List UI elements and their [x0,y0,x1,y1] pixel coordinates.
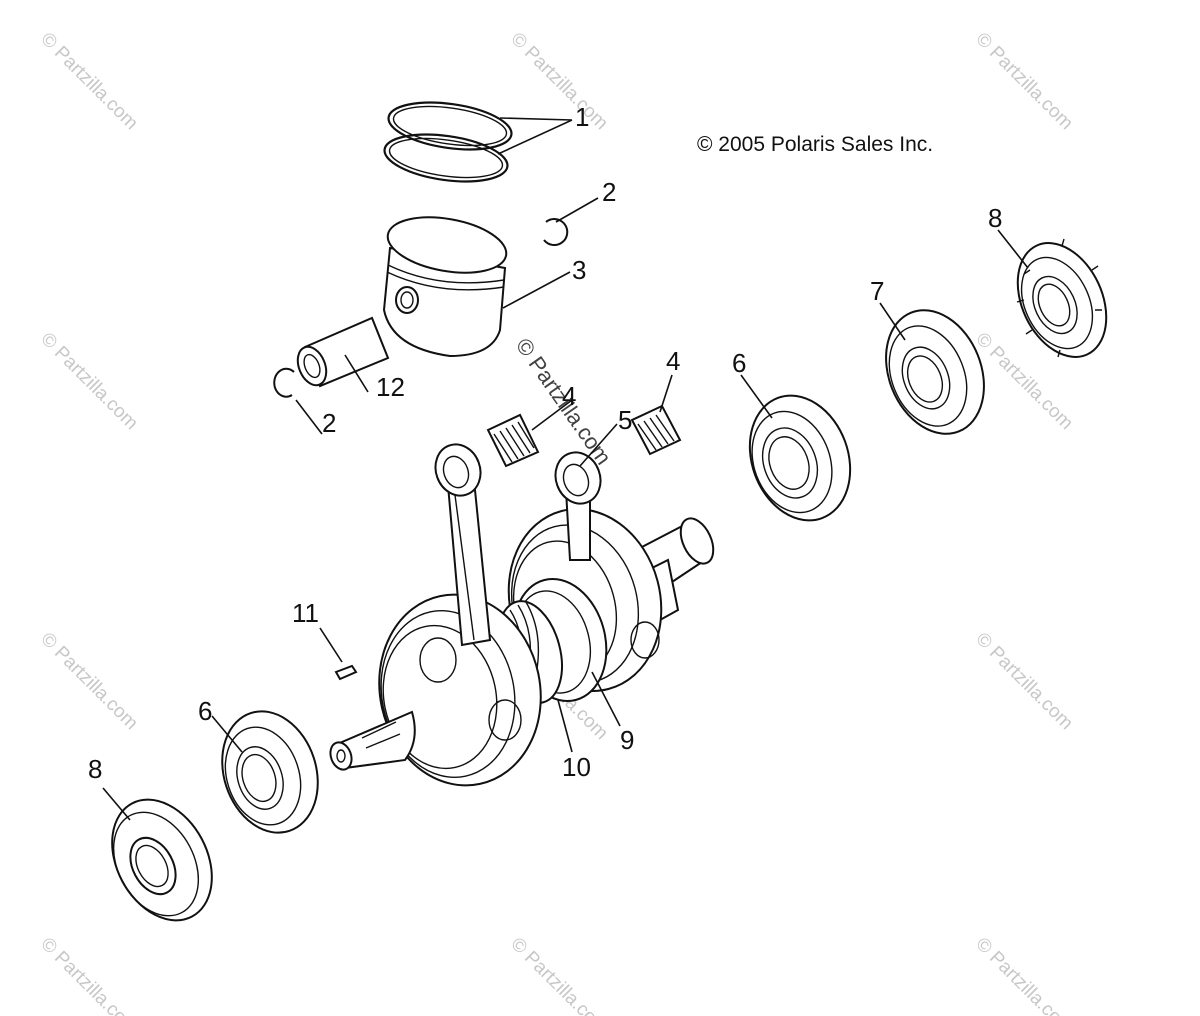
callout-2-lower: 2 [322,408,336,438]
leader-lines [102,117,1029,821]
piston [382,216,508,358]
watermark: © Partzilla.com [971,629,1076,734]
callout-4-right: 4 [666,346,680,376]
callout-3: 3 [572,255,586,285]
callout-7: 7 [870,276,884,306]
circlip-lower [273,367,295,398]
watermark: © Partzilla.com [36,629,141,734]
copyright-text: © 2005 Polaris Sales Inc. [697,133,933,156]
piston-rings [383,101,513,183]
watermark: © Partzilla.com [36,29,141,134]
callout-6-right: 6 [732,348,746,378]
callout-10: 10 [562,752,591,782]
seal-ribbed-right [1016,238,1108,358]
callout-4-left: 4 [562,381,576,411]
watermark: © Partzilla.com [506,934,611,1016]
callout-11: 11 [292,598,319,628]
needle-bearing-right [630,404,682,456]
callouts: 1 2 3 12 2 4 5 4 6 7 8 11 6 8 9 10 [88,102,1002,784]
crankshaft-assembly [329,443,715,787]
callout-1: 1 [575,102,589,132]
callout-2-upper: 2 [602,177,616,207]
watermark: © Partzilla.com [971,29,1076,134]
needle-bearing-left [486,413,540,468]
watermark: © Partzilla.com [36,329,141,434]
washer-left [111,798,213,922]
bearing-left [221,710,319,834]
watermark: © Partzilla.com [36,934,141,1016]
wrist-pin [296,316,390,388]
callout-6-left: 6 [198,696,212,726]
bearing-right [748,394,852,522]
woodruff-key [334,664,358,681]
watermark: © Partzilla.com [971,934,1076,1016]
callout-12: 12 [376,372,405,402]
callout-8-right: 8 [988,203,1002,233]
callout-8-left: 8 [88,754,102,784]
callout-9: 9 [620,725,634,755]
circlip-upper [543,218,569,247]
callout-5: 5 [618,405,632,435]
seal [885,309,985,435]
